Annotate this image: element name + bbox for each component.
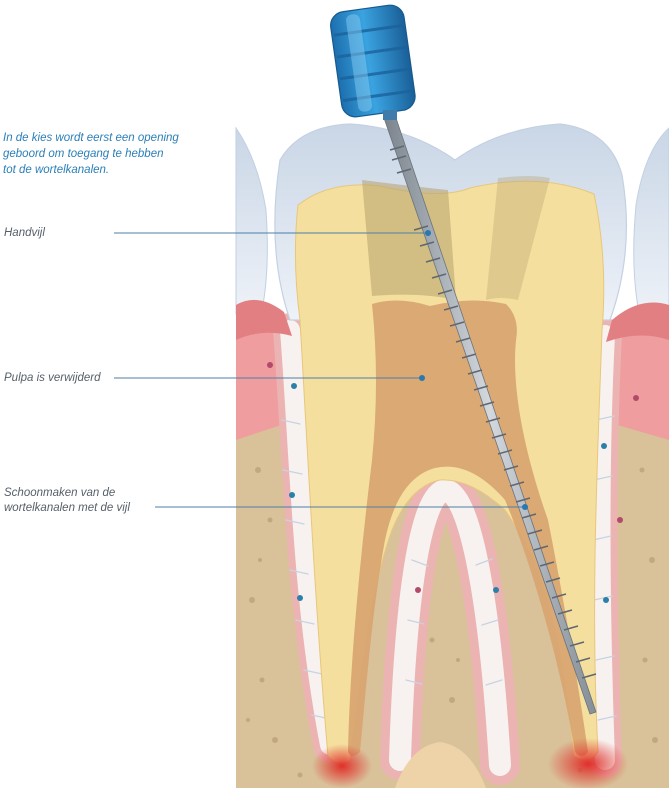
intro-caption: In de kies wordt eerst een opening geboo…: [3, 130, 223, 178]
callout-schoonmaken: Schoonmaken van de wortelkanalen met de …: [4, 486, 164, 516]
file-handle: [329, 3, 417, 120]
leader-dot-handvijl: [425, 230, 431, 236]
leader-dot-schoonmaken: [522, 504, 528, 510]
callout-pulpa: Pulpa is verwijderd: [4, 371, 101, 386]
callout-handvijl: Handvijl: [4, 226, 45, 241]
leader-dot-pulpa: [419, 375, 425, 381]
